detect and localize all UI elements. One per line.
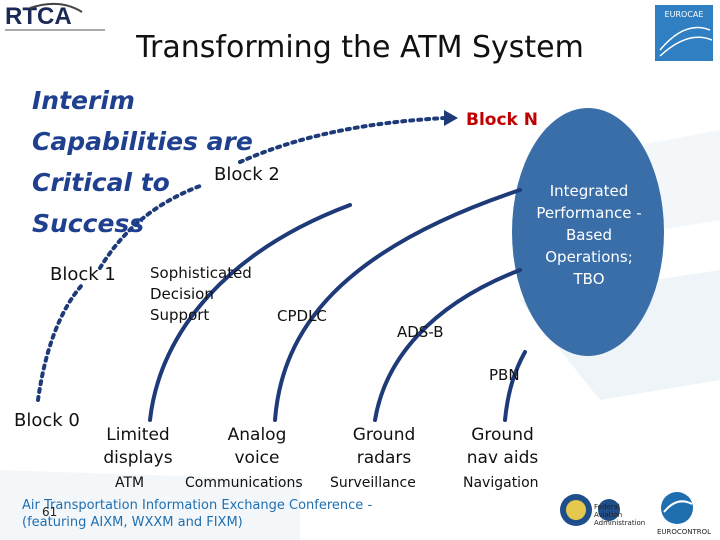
communications-label: Communications [185, 475, 303, 491]
interim-line-4: Success [32, 209, 145, 238]
svg-text:RTCA: RTCA [5, 3, 72, 30]
limited-displays-label: Limited displays [103, 425, 173, 468]
interim-statement: Interim Capabilities are Critical to Suc… [32, 80, 253, 244]
ground-radars-label: Ground radars [352, 425, 416, 468]
block-0-label: Block 0 [14, 410, 80, 431]
analog-voice-label: Analog voice [227, 425, 287, 468]
navigation-label: Navigation [463, 475, 539, 491]
page-number: 61 [42, 505, 58, 519]
integrated-performance-label: Integrated Performance -Based Operations… [536, 182, 642, 288]
arrowhead-blockn [444, 110, 458, 126]
block-2-label: Block 2 [214, 164, 280, 185]
slide-title: Transforming the ATM System [136, 30, 584, 65]
interim-line-3: Critical to [32, 168, 170, 197]
arc-block0-block1 [36, 283, 84, 402]
arcs [36, 116, 527, 422]
block-1-label: Block 1 [50, 264, 116, 285]
pbn-label: PBN [489, 366, 520, 384]
adsb-label: ADS-B [397, 323, 444, 341]
eurocontrol-icon [661, 492, 693, 524]
eurocae-logo-text: EUROCAE [664, 10, 704, 19]
arc-cpdlc [273, 188, 522, 422]
arc-block2-blockn [238, 116, 447, 164]
arc-pbn [503, 350, 527, 422]
footer-logos [560, 492, 693, 526]
eurocontrol-label: EUROCONTROL [656, 528, 712, 536]
ground-navaids-label: Ground nav aids [466, 425, 539, 468]
cpdlc-label: CPDLC [277, 307, 327, 325]
arc-decision-support [148, 203, 352, 422]
rtca-logo: RTCA [5, 2, 105, 31]
eurocae-logo [655, 5, 713, 61]
surveillance-label: Surveillance [330, 475, 416, 491]
conference-footer: Air Transportation Information Exchange … [22, 498, 373, 530]
decision-support-label: Sophisticated Decision Support [150, 264, 252, 324]
arc-block1-block2 [98, 184, 202, 270]
interim-line-2: Capabilities are [32, 127, 253, 156]
block-n-label: Block N [466, 110, 538, 130]
interim-line-1: Interim [32, 86, 135, 115]
arc-adsb [373, 268, 522, 422]
atm-label: ATM [115, 475, 145, 491]
faa-seal-icon [598, 499, 620, 521]
faa-label: Federal Aviation Administration [594, 503, 646, 527]
integrated-ellipse [512, 108, 664, 356]
